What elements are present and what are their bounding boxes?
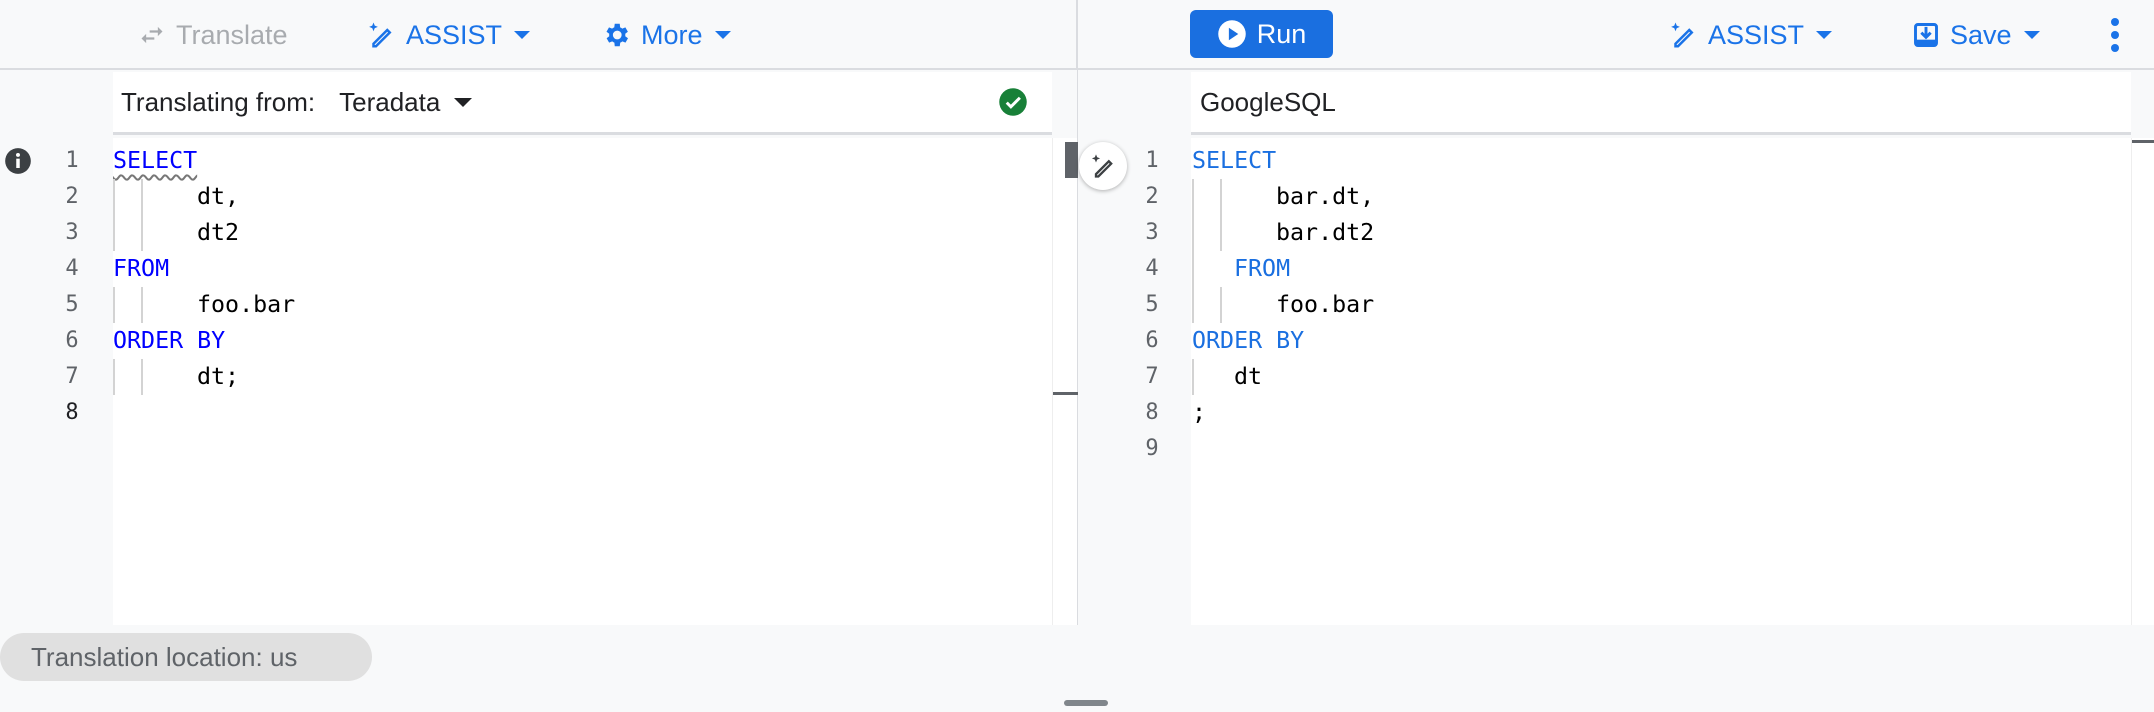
indent-guide xyxy=(113,359,115,395)
more-button[interactable]: More xyxy=(601,14,731,56)
translation-location-chip[interactable]: Translation location: us xyxy=(0,633,372,681)
line-number: 4 xyxy=(1145,256,1159,281)
translate-label: Translate xyxy=(176,19,288,50)
indent-guide xyxy=(141,179,143,215)
caret-down-icon xyxy=(514,31,531,39)
indent-guide xyxy=(141,215,143,251)
assist-button[interactable]: ASSIST xyxy=(366,14,531,56)
magic-pen-icon xyxy=(369,22,392,48)
target-scrollbar[interactable] xyxy=(2131,138,2154,625)
line-number: 4 xyxy=(65,256,79,281)
indent-guide xyxy=(113,215,115,251)
indent-guide xyxy=(1220,215,1222,251)
caret-down-icon xyxy=(2023,31,2040,39)
source-dialect-select[interactable]: Teradata xyxy=(339,86,473,118)
code-text: foo.bar xyxy=(1276,291,1375,318)
sql-keyword: ORDER BY xyxy=(1192,327,1305,354)
line-number: 3 xyxy=(65,220,79,245)
target-toolbar: Run ASSIST Save xyxy=(1078,0,2154,70)
target-header: GoogleSQL xyxy=(1191,72,2131,135)
magic-pen-icon xyxy=(1091,154,1113,178)
check-circle-icon xyxy=(999,88,1027,116)
sql-keyword: FROM xyxy=(113,255,170,282)
source-dialect-value: Teradata xyxy=(339,86,441,117)
code-text: ; xyxy=(1192,399,1207,426)
line-number: 1 xyxy=(65,148,79,173)
run-button[interactable]: Run xyxy=(1190,10,1333,58)
target-editor[interactable] xyxy=(1191,138,2131,625)
sql-keyword: SELECT xyxy=(113,147,198,174)
caret-down-icon xyxy=(714,31,731,39)
code-text: bar.dt, xyxy=(1276,183,1375,210)
code-text: foo.bar xyxy=(197,291,296,318)
source-toolbar: Translate ASSIST More xyxy=(0,0,1077,70)
indent-guide xyxy=(113,179,115,215)
line-number: 6 xyxy=(1145,328,1159,353)
indent-guide xyxy=(1192,287,1194,323)
caret-down-icon xyxy=(1816,31,1833,39)
ai-assist-gutter-button[interactable] xyxy=(1079,142,1127,190)
translating-from-label: Translating from: xyxy=(121,86,316,117)
code-text: dt2 xyxy=(197,219,240,246)
line-number: 6 xyxy=(65,328,79,353)
caret-down-icon xyxy=(454,97,473,107)
code-text: dt; xyxy=(197,363,240,390)
line-number: 5 xyxy=(65,292,79,317)
source-editor[interactable] xyxy=(113,138,1052,625)
line-number: 7 xyxy=(1145,364,1159,389)
indent-guide xyxy=(141,359,143,395)
indent-guide xyxy=(113,287,115,323)
assist-button-target[interactable]: ASSIST xyxy=(1668,14,1833,56)
indent-guide xyxy=(1192,251,1194,287)
play-circle-icon xyxy=(1217,20,1246,48)
source-scrollbar[interactable] xyxy=(1052,138,1078,625)
indent-guide xyxy=(1192,179,1194,215)
line-number: 1 xyxy=(1145,148,1159,173)
line-number: 8 xyxy=(65,400,79,425)
source-header: Translating from: Teradata xyxy=(113,72,1052,135)
indent-guide xyxy=(1220,179,1222,215)
gear-icon xyxy=(606,23,628,47)
code-text: dt, xyxy=(197,183,240,210)
assist-label: ASSIST xyxy=(1708,19,1805,50)
save-button[interactable]: Save xyxy=(1912,14,2040,56)
magic-pen-icon xyxy=(1671,22,1694,48)
more-label: More xyxy=(641,19,703,50)
assist-label: ASSIST xyxy=(406,19,503,50)
kebab-menu-icon xyxy=(2111,18,2119,52)
code-text: bar.dt2 xyxy=(1276,219,1375,246)
translation-location-label: Translation location: us xyxy=(31,641,298,672)
pane-divider[interactable] xyxy=(1077,0,1078,625)
indent-guide xyxy=(141,287,143,323)
resize-handle[interactable] xyxy=(1064,700,1108,706)
code-text: dt xyxy=(1234,363,1263,390)
target-dialect-label: GoogleSQL xyxy=(1200,86,1336,117)
translate-button[interactable]: Translate xyxy=(138,14,288,56)
swap-icon xyxy=(141,26,163,44)
sql-keyword: SELECT xyxy=(1192,147,1277,174)
save-label: Save xyxy=(1950,19,2012,50)
line-number: 9 xyxy=(1145,436,1159,461)
indent-guide xyxy=(1220,287,1222,323)
line-number: 8 xyxy=(1145,400,1159,425)
sql-keyword: FROM xyxy=(1234,255,1291,282)
sql-keyword: ORDER BY xyxy=(113,327,226,354)
info-icon[interactable] xyxy=(4,147,32,180)
line-number: 2 xyxy=(65,184,79,209)
more-options-button[interactable] xyxy=(2108,14,2122,56)
line-number: 7 xyxy=(65,364,79,389)
indent-guide xyxy=(1192,215,1194,251)
save-download-icon xyxy=(1914,23,1938,47)
line-number: 5 xyxy=(1145,292,1159,317)
line-number: 2 xyxy=(1145,184,1159,209)
run-label: Run xyxy=(1256,18,1307,49)
line-number: 3 xyxy=(1145,220,1159,245)
indent-guide xyxy=(1192,359,1194,395)
